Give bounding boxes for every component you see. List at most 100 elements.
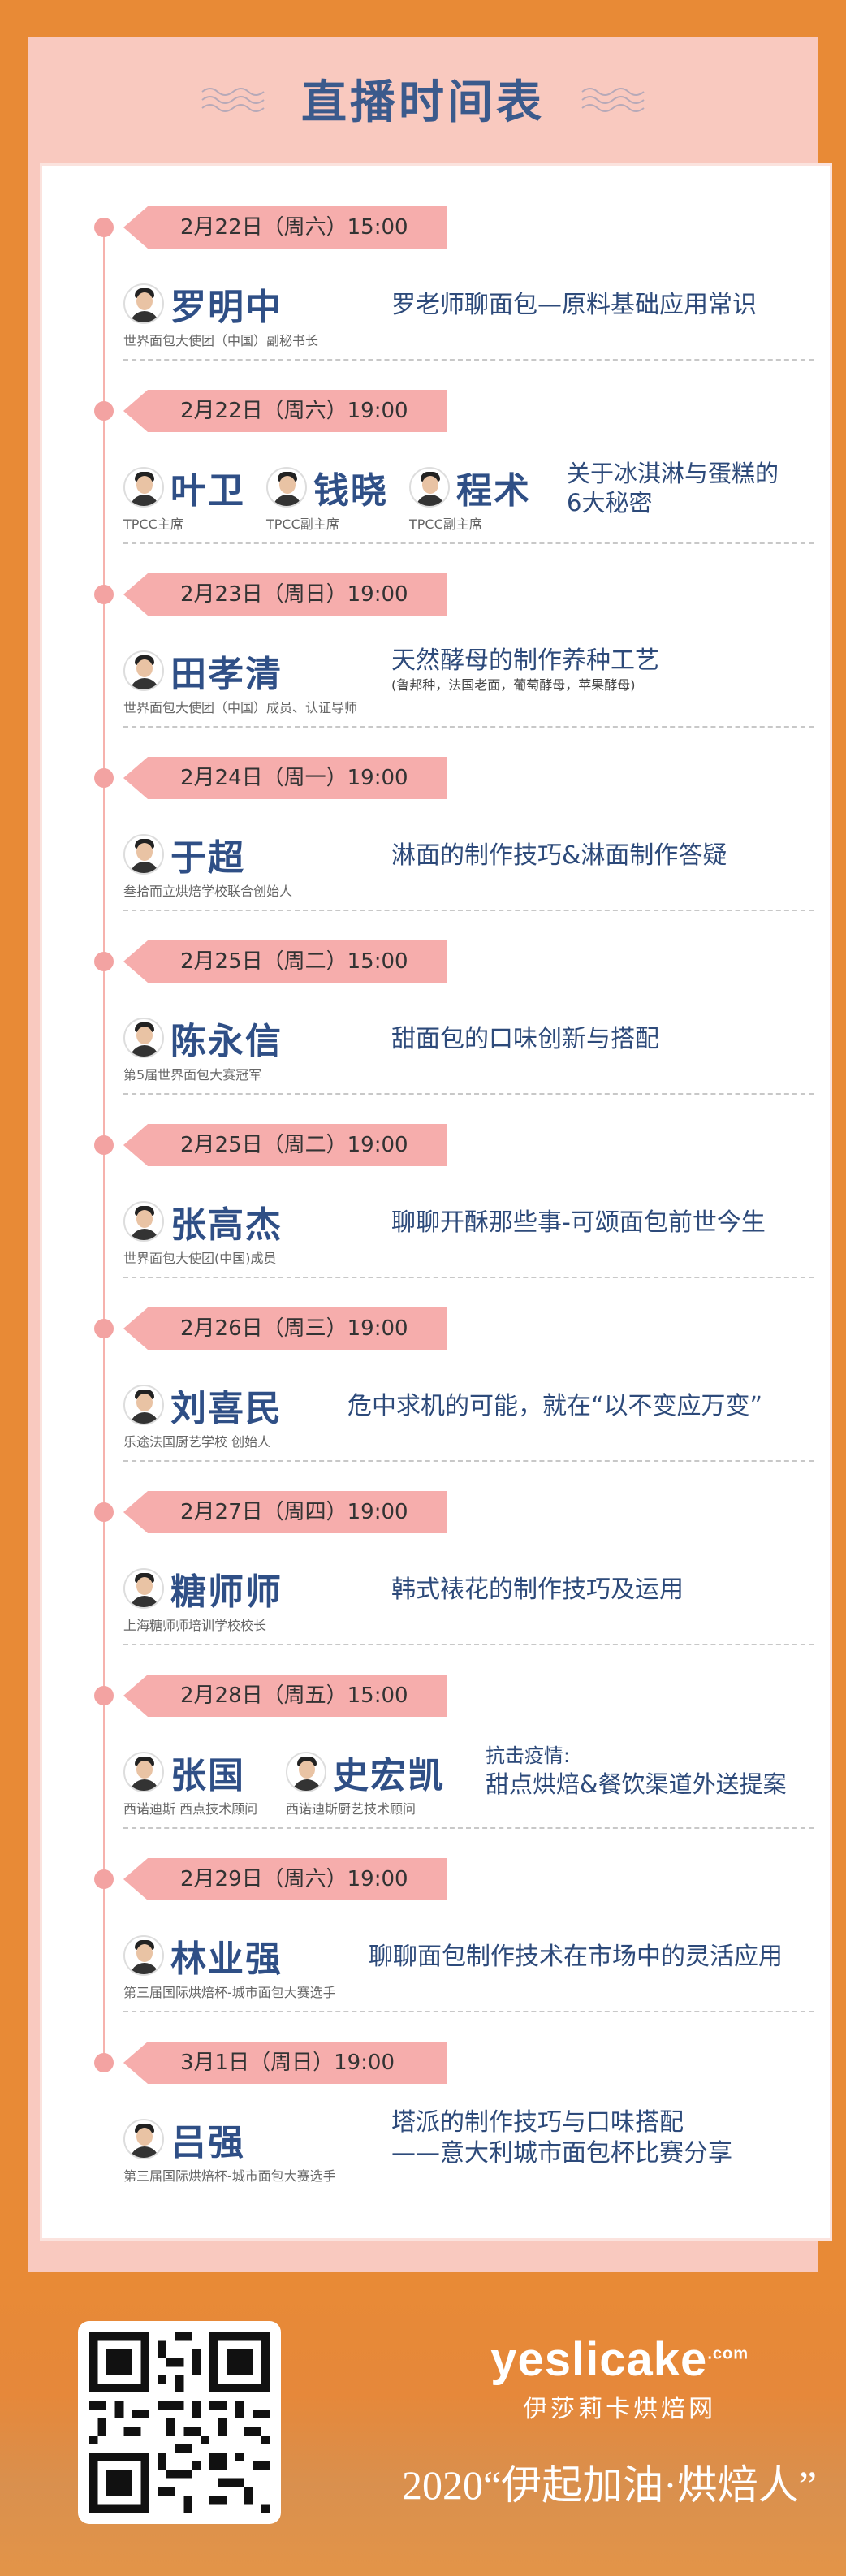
date-tag: 2月25日（周二）19:00 <box>123 1124 447 1166</box>
avatar <box>123 1018 164 1058</box>
schedule-event: 2月28日（周五）15:00 张国 西诺迪斯 西点技术顾问 史宏凯 西诺迪斯厨艺… <box>42 1645 830 1829</box>
speaker-name: 田孝清 <box>170 654 283 695</box>
timeline-dot <box>94 218 114 237</box>
date-tag: 3月1日（周日）19:00 <box>123 2042 447 2084</box>
speaker: 吕强 <box>123 2113 245 2165</box>
brand-name-cn: 伊莎莉卡烘焙网 <box>523 2395 717 2423</box>
speaker: 林业强 <box>123 1930 283 1982</box>
speaker-role: 西诺迪斯厨艺技术顾问 <box>286 1801 417 1817</box>
topic: 聊聊面包制作技术在市场中的灵活应用 <box>369 1943 783 1971</box>
schedule-event: 2月25日（周二）19:00 张高杰 世界面包大使团(中国)成员 聊聊开酥那些事… <box>42 1095 830 1278</box>
speaker: 钱晓 <box>266 461 388 513</box>
timeline-dot <box>94 401 114 421</box>
speaker-name: 叶卫 <box>170 470 245 512</box>
wave-icon <box>201 88 265 112</box>
brand-logo-text: yeslicake <box>490 2333 708 2386</box>
topic: 韩式裱花的制作技巧及运用 <box>391 1575 684 1604</box>
divider <box>123 1644 814 1645</box>
date-tag: 2月27日（周四）19:00 <box>123 1491 447 1533</box>
avatar <box>123 834 164 875</box>
divider <box>123 2011 814 2012</box>
header: 直播时间表 <box>28 37 818 159</box>
date-tag: 2月26日（周三）19:00 <box>123 1307 447 1350</box>
speaker: 张国 <box>123 1746 245 1798</box>
speaker: 于超 <box>123 828 245 880</box>
topic-line-2: 甜点烘焙&餐饮渠道外送提案 <box>486 1770 787 1798</box>
topic: 淋面的制作技巧&淋面制作答疑 <box>391 841 727 870</box>
timeline-dot <box>94 585 114 604</box>
speaker-role: 乐途法国厨艺学校 创始人 <box>123 1434 271 1450</box>
speaker-name: 罗明中 <box>170 287 283 328</box>
timeline-dot <box>94 1319 114 1338</box>
date-tag: 2月24日（周一）19:00 <box>123 757 447 799</box>
schedule-event: 2月23日（周日）19:00 田孝清 世界面包大使团（中国）成员、认证导师 天然… <box>42 544 830 728</box>
speaker-role: 西诺迪斯 西点技术顾问 <box>123 1801 258 1817</box>
divider <box>123 1277 814 1278</box>
date-tag: 2月25日（周二）15:00 <box>123 940 447 983</box>
speaker-name: 糖师师 <box>170 1571 283 1613</box>
schedule-event: 2月24日（周一）19:00 于超 叁拾而立烘焙学校联合创始人 淋面的制作技巧&… <box>42 728 830 911</box>
speaker-name: 史宏凯 <box>333 1755 445 1796</box>
divider <box>123 1827 814 1829</box>
timeline-dot <box>94 768 114 788</box>
brand: yeslicake.com 伊莎莉卡烘焙网 <box>490 2332 749 2424</box>
timeline-dot <box>94 1502 114 1522</box>
divider <box>123 726 814 728</box>
speaker-name: 程术 <box>456 470 531 512</box>
footer: yeslicake.com 伊莎莉卡烘焙网 2020“伊起加油·烘焙人” <box>0 2272 846 2576</box>
avatar <box>123 1935 164 1976</box>
divider <box>123 1460 814 1462</box>
avatar <box>123 1752 164 1792</box>
speaker-name: 张高杰 <box>170 1204 283 1246</box>
avatar <box>409 467 450 508</box>
qr-code-icon <box>89 2332 270 2513</box>
speaker-role: TPCC副主席 <box>409 516 482 532</box>
date-tag: 2月28日（周五）15:00 <box>123 1675 447 1717</box>
divider <box>123 910 814 911</box>
topic-line-2: ——意大利城市面包杯比赛分享 <box>391 2139 732 2168</box>
divider <box>123 359 814 361</box>
topic: 天然酵母的制作养种工艺 <box>391 646 659 675</box>
timeline-dot <box>94 952 114 971</box>
schedule-card: 2月22日（周六）15:00 罗明中 世界面包大使团（中国）副秘书长 罗老师聊面… <box>42 166 830 2238</box>
speaker-role: 叁拾而立烘焙学校联合创始人 <box>123 884 293 899</box>
brand-com: .com <box>707 2345 749 2363</box>
speaker-role: 上海糖师师培训学校校长 <box>123 1618 267 1633</box>
speaker-role: TPCC主席 <box>123 516 183 532</box>
qr-code[interactable] <box>78 2321 281 2524</box>
speaker: 刘喜民 <box>123 1379 283 1431</box>
wave-icon <box>581 88 645 112</box>
slogan: 2020“伊起加油·烘焙人” <box>401 2462 817 2508</box>
avatar <box>123 1201 164 1242</box>
schedule-event: 2月25日（周二）15:00 陈永信 第5届世界面包大赛冠军 甜面包的口味创新与… <box>42 911 830 1095</box>
schedule-event: 3月1日（周日）19:00 吕强 第三届国际烘焙杯-城市面包大赛选手 塔派的制作… <box>42 2012 830 2196</box>
timeline-dot <box>94 1869 114 1889</box>
timeline-dot <box>94 1135 114 1155</box>
schedule-event: 2月22日（周六）15:00 罗明中 世界面包大使团（中国）副秘书长 罗老师聊面… <box>42 177 830 361</box>
topic: 甜面包的口味创新与搭配 <box>391 1025 659 1053</box>
speaker: 田孝清 <box>123 645 283 697</box>
schedule-event: 2月29日（周六）19:00 林业强 第三届国际烘焙杯-城市面包大赛选手 聊聊面… <box>42 1829 830 2012</box>
schedule-event: 2月26日（周三）19:00 刘喜民 乐途法国厨艺学校 创始人 危中求机的可能，… <box>42 1278 830 1462</box>
speaker: 史宏凯 <box>286 1746 445 1798</box>
topic-line-2: 6大秘密 <box>567 489 653 516</box>
speaker: 陈永信 <box>123 1012 283 1064</box>
topic-note: (鲁邦种，法国老面，葡萄酵母，苹果酵母) <box>391 677 636 693</box>
speaker: 糖师师 <box>123 1562 283 1614</box>
topic: 聊聊开酥那些事-可颂面包前世今生 <box>391 1208 766 1237</box>
speaker-name: 陈永信 <box>170 1021 283 1062</box>
avatar <box>123 2119 164 2159</box>
divider <box>123 542 814 544</box>
topic-line-1: 关于冰淇淋与蛋糕的 <box>567 460 779 487</box>
speaker: 叶卫 <box>123 461 245 513</box>
timeline-dot <box>94 2053 114 2072</box>
speaker-role: 世界面包大使团(中国)成员 <box>123 1251 277 1266</box>
speaker-name: 钱晓 <box>313 470 388 512</box>
schedule-event: 2月27日（周四）19:00 糖师师 上海糖师师培训学校校长 韩式裱花的制作技巧… <box>42 1462 830 1645</box>
divider <box>123 1093 814 1095</box>
topic-line-1: 塔派的制作技巧与口味搭配 <box>391 2108 684 2137</box>
page-title: 直播时间表 <box>301 76 545 129</box>
topic-line-1: 抗击疫情: <box>486 1744 571 1767</box>
avatar <box>123 1385 164 1425</box>
topic: 危中求机的可能，就在“以不变应万变” <box>347 1392 763 1420</box>
